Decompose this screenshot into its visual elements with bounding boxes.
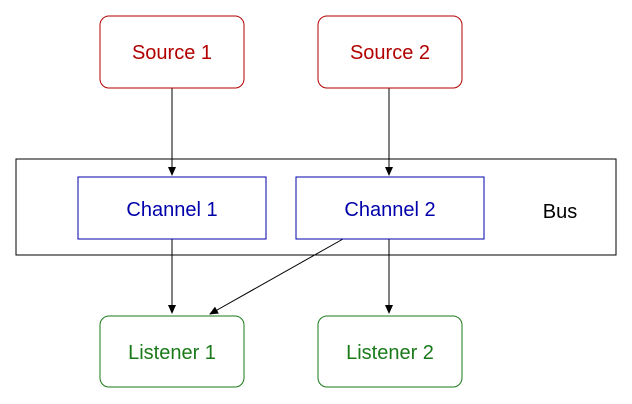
listener-box (99, 315, 245, 388)
channel-node-2: Channel 2 (295, 176, 485, 240)
channel-box (295, 176, 485, 240)
bus-label: Bus (543, 201, 577, 223)
source-box (99, 15, 245, 89)
connector-channel2-listener1 (209, 238, 344, 315)
listener-node-1: Listener 1 (99, 315, 245, 388)
listener-label: Listener 1 (128, 342, 216, 364)
source-label: Source 2 (350, 42, 430, 64)
channel-box (77, 176, 267, 240)
channel-node-1: Channel 1 (77, 176, 267, 240)
source-box (317, 15, 463, 89)
source-label: Source 1 (132, 42, 212, 64)
source-node-1: Source 1 (99, 15, 245, 89)
listener-node-2: Listener 2 (317, 315, 463, 388)
source-node-2: Source 2 (317, 15, 463, 89)
channel-label: Channel 1 (126, 199, 217, 221)
channel-label: Channel 2 (344, 199, 435, 221)
listener-box (317, 315, 463, 388)
listener-label: Listener 2 (346, 342, 434, 364)
